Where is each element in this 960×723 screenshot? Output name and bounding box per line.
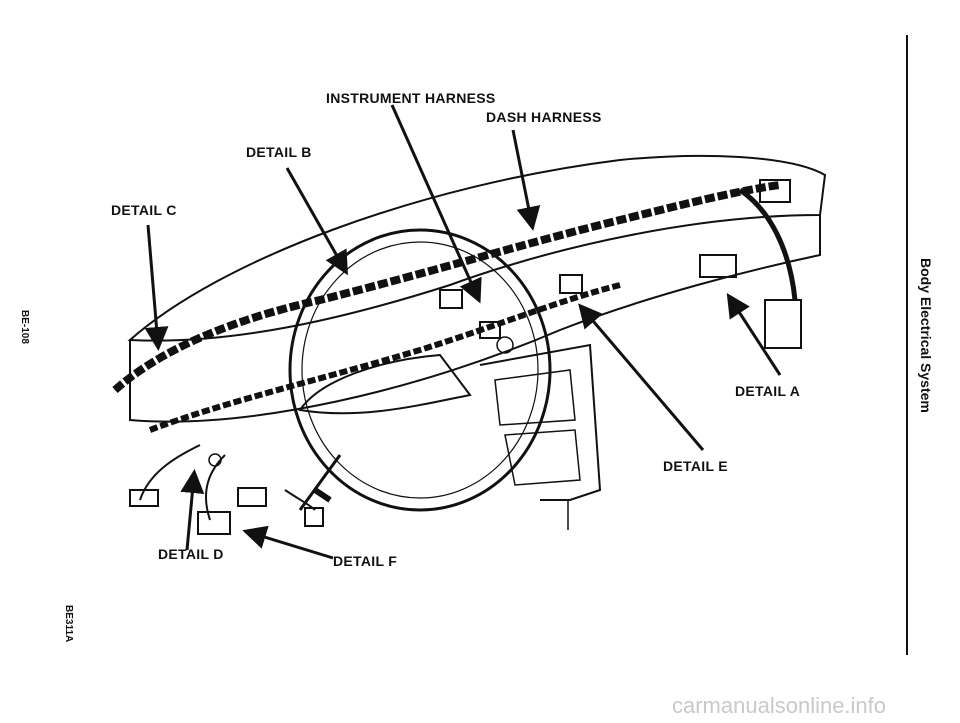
leader-detail-d: [180, 469, 205, 551]
gauge: [208, 453, 222, 467]
margin-rule: [906, 35, 908, 655]
label-detail-b: DETAIL B: [246, 144, 312, 160]
secondary-harness-bundle: [148, 282, 621, 433]
label-instrument-harness: INSTRUMENT HARNESS: [326, 90, 496, 106]
steering-wheel: [288, 228, 552, 512]
gauge: [496, 336, 514, 354]
leader-dash-harness: [511, 129, 541, 231]
leader-detail-a: [726, 292, 782, 376]
connector: [439, 289, 463, 309]
label-dash-harness: DASH HARNESS: [486, 109, 602, 125]
connector: [559, 274, 583, 294]
label-detail-c: DETAIL C: [111, 202, 177, 218]
connector: [479, 321, 501, 339]
main-harness-bundle: [112, 181, 781, 393]
leader-detail-e: [578, 303, 705, 451]
leader-instrument-harness: [390, 104, 482, 304]
section-title: Body Electrical System: [918, 258, 934, 413]
label-detail-a: DETAIL A: [735, 383, 801, 399]
wire: [139, 444, 201, 501]
center-console-panel: [504, 429, 581, 486]
watermark: carmanualsonline.info: [672, 693, 887, 718]
connector: [304, 507, 324, 527]
connector: [764, 299, 802, 349]
instrument-cluster: [298, 353, 472, 415]
connector: [237, 487, 267, 507]
leader-detail-b: [285, 167, 348, 276]
steering-wheel-inner: [301, 241, 539, 499]
label-detail-f: DETAIL F: [333, 553, 398, 569]
leader-detail-c: [144, 224, 169, 351]
center-console-panel: [494, 369, 576, 426]
page-number: BE-108: [19, 310, 30, 344]
dashboard-lower-edge: [129, 215, 821, 423]
connector: [699, 254, 737, 278]
wire: [205, 454, 226, 521]
connector: [197, 511, 231, 535]
right-harness-branch: [738, 187, 798, 301]
leader-detail-f: [242, 525, 334, 560]
figure-id: BE311A: [63, 605, 74, 643]
dashboard-top-surface: [127, 154, 827, 342]
center-console: [479, 343, 602, 501]
steering-column: [313, 487, 332, 503]
connector: [759, 179, 791, 203]
steering-spoke: [298, 454, 342, 511]
label-detail-e: DETAIL E: [663, 458, 728, 474]
wire: [284, 489, 316, 511]
label-detail-d: DETAIL D: [158, 546, 224, 562]
